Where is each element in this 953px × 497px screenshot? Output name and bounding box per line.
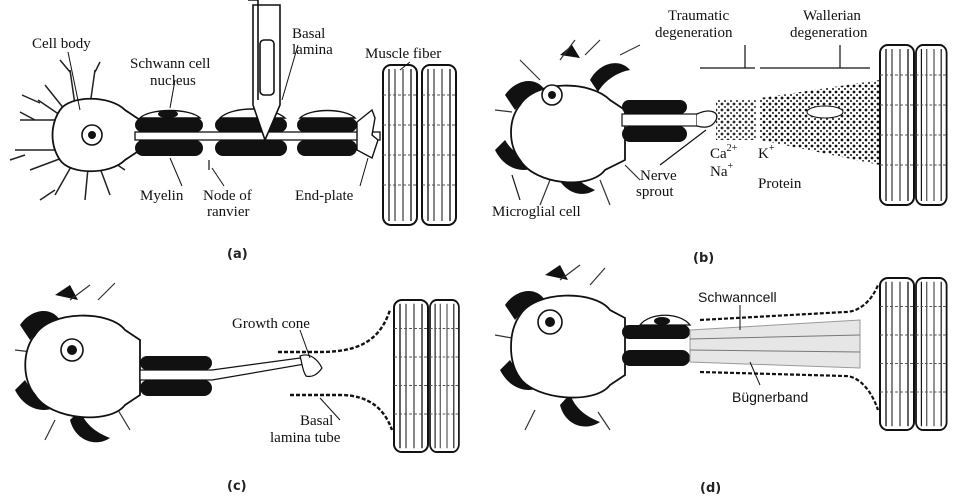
- caption-a: (a): [227, 247, 248, 262]
- muscle-fiber-b2: [916, 45, 947, 205]
- label-microglial-cell: Microglial cell: [492, 204, 581, 220]
- label-bungner-band: Bügnerband: [732, 389, 808, 405]
- panel-d: Schwanncell Bügnerband (d): [495, 265, 947, 496]
- myelin-d: [622, 325, 690, 366]
- label-end-plate: End-plate: [295, 188, 354, 204]
- label-traumatic: Traumatic: [668, 8, 729, 24]
- label-cell-body: Cell body: [32, 36, 91, 52]
- label-ranvier: ranvier: [207, 204, 249, 220]
- label-na: Na+: [710, 161, 734, 180]
- label-schwann-nucleus: nucleus: [150, 73, 196, 89]
- label-growth-cone: Growth cone: [232, 316, 310, 332]
- cell-body-d: [511, 296, 625, 398]
- muscle-fiber-c2: [430, 300, 459, 452]
- panel-c: Growth cone Basal lamina tube (c): [15, 283, 459, 494]
- label-k: K+: [758, 143, 775, 162]
- wallerian-debris: [760, 80, 880, 165]
- label-muscle-fiber: Muscle fiber: [365, 46, 441, 62]
- debris-vesicle: [807, 106, 843, 118]
- muscle-fiber-d1: [880, 278, 914, 430]
- cell-nucleolus: [88, 131, 96, 139]
- nerve-sprout: [697, 111, 717, 127]
- bungner-band: [690, 320, 860, 368]
- axon: [135, 132, 380, 140]
- panel-a: Cell body Schwann cell nucleus Basal lam…: [10, 0, 456, 262]
- cell-body-b: [511, 86, 625, 183]
- schwann-nucleus-d: [654, 317, 670, 325]
- nucleolus-c: [67, 345, 77, 355]
- nucleolus-d: [545, 317, 555, 327]
- traumatic-debris: [716, 100, 756, 140]
- cell-body-c: [25, 316, 140, 418]
- label-lamina: lamina: [292, 42, 333, 58]
- label-node-of: Node of: [203, 188, 252, 204]
- schwann-nucleus: [158, 110, 178, 118]
- caption-d: (d): [700, 481, 721, 496]
- muscle-fiber-2: [422, 65, 456, 225]
- caption-c: (c): [227, 479, 247, 494]
- label-nerve: Nerve: [640, 168, 677, 184]
- label-wallerian: Wallerian: [803, 8, 861, 24]
- label-schwann-cell-d: Schwanncell: [698, 289, 777, 305]
- label-lamina-tube: lamina tube: [270, 430, 341, 446]
- caption-b: (b): [693, 251, 714, 266]
- growth-cone: [300, 355, 322, 377]
- label-myelin: Myelin: [140, 188, 184, 204]
- nucleolus-b: [548, 91, 556, 99]
- muscle-fiber-b1: [880, 45, 914, 205]
- label-ca: Ca2+: [710, 143, 738, 162]
- axon-b: [622, 114, 697, 126]
- panel-b: Traumatic degeneration Wallerian degener…: [492, 8, 947, 266]
- muscle-fiber-c1: [394, 300, 428, 452]
- label-schwann-cell: Schwann cell: [130, 56, 210, 72]
- label-wallerian-degeneration: degeneration: [790, 25, 868, 41]
- label-protein: Protein: [758, 176, 802, 192]
- muscle-fiber-d2: [916, 278, 947, 430]
- label-basal-c: Basal: [300, 413, 333, 429]
- label-basal: Basal: [292, 26, 325, 42]
- label-traumatic-degeneration: degeneration: [655, 25, 733, 41]
- muscle-fiber-1: [383, 65, 417, 225]
- label-sprout: sprout: [636, 184, 674, 200]
